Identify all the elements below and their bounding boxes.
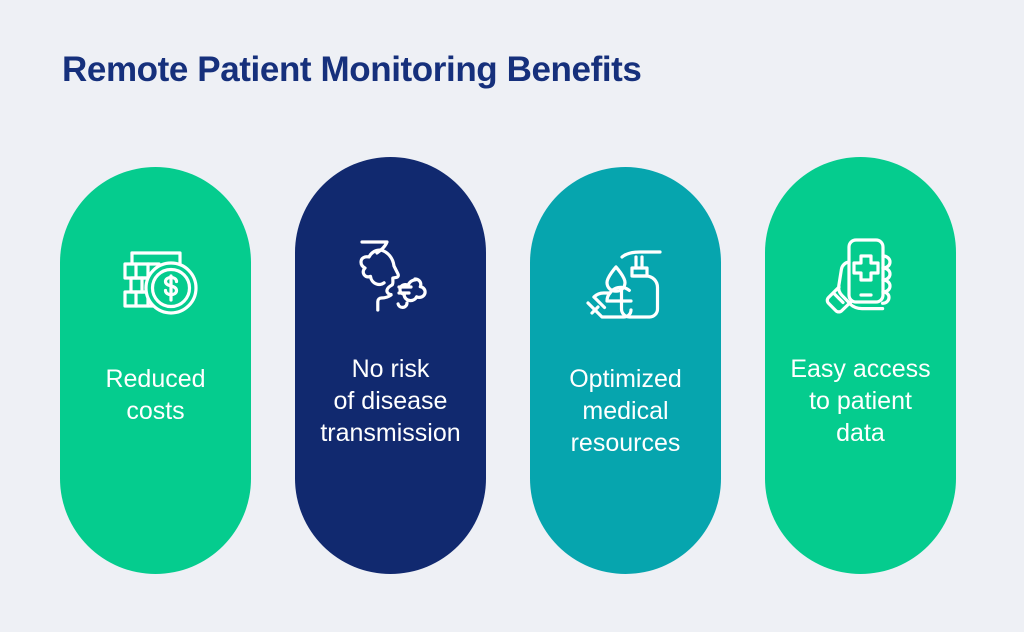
money-bills-dollar-coin-icon — [106, 235, 206, 335]
label-line: Reduced — [105, 365, 206, 393]
label-line: No risk — [351, 355, 430, 383]
label-line: transmission — [320, 419, 461, 447]
benefit-card-no-risk-of-disease-transmission[interactable]: No risk of disease transmission — [295, 157, 486, 574]
label-line: to patient — [809, 387, 912, 415]
benefit-cards-row: Reduced costs — [60, 157, 956, 574]
benefit-card-easy-access-to-patient-data[interactable]: Easy access to patient data — [765, 157, 956, 574]
label-line: resources — [570, 429, 681, 457]
label-line: Optimized — [569, 365, 682, 393]
label-line: Easy access — [790, 355, 931, 383]
label-line: data — [836, 419, 885, 447]
page-title: Remote Patient Monitoring Benefits — [62, 50, 642, 89]
label-line: of disease — [333, 387, 448, 415]
label-line: costs — [126, 397, 185, 425]
benefit-card-reduced-costs[interactable]: Reduced costs — [60, 167, 251, 574]
benefit-card-label-easy-access-to-patient-data: Easy access to patient data — [780, 353, 940, 449]
label-line: medical — [582, 397, 669, 425]
hand-holding-phone-medical-cross-icon — [811, 225, 911, 325]
coughing-sneezing-head-icon — [341, 225, 441, 325]
benefit-card-label-optimized-medical-resources: Optimized medical resources — [559, 363, 692, 459]
benefit-card-label-no-risk-of-disease-transmission: No risk of disease transmission — [310, 353, 470, 449]
hand-sanitizer-dispenser-icon — [576, 235, 676, 335]
benefit-card-label-reduced-costs: Reduced costs — [95, 363, 215, 427]
benefit-card-optimized-medical-resources[interactable]: Optimized medical resources — [530, 167, 721, 574]
